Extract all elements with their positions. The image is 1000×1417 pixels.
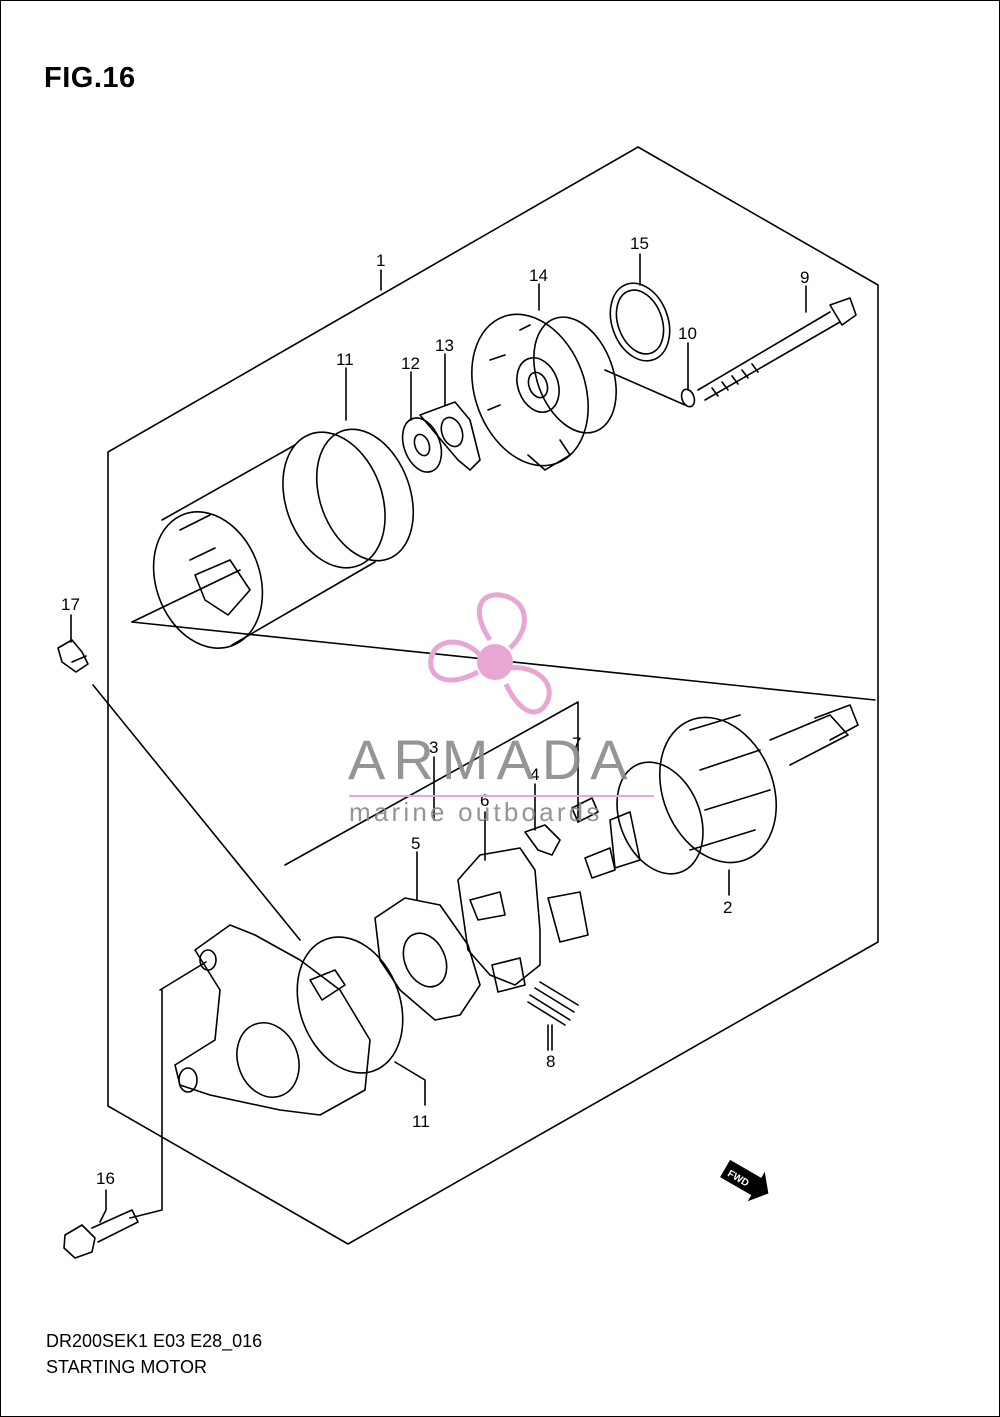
brush-holder-6 (457, 847, 589, 993)
o-ring-upper (315, 428, 415, 562)
callout-labels: 1 11 12 13 14 15 10 9 17 3 7 4 6 5 2 8 1… (61, 234, 809, 1188)
bolt-17 (57, 639, 89, 673)
screw-7 (571, 797, 599, 823)
section-line-lower (284, 701, 579, 866)
assembly-outline (107, 146, 879, 1245)
callout-16: 16 (96, 1169, 115, 1188)
spring-8 (527, 981, 579, 1051)
callout-1: 1 (376, 251, 385, 270)
bolt-16 (63, 1224, 96, 1259)
callout-12: 12 (401, 354, 420, 373)
through-bolt-9 (697, 297, 857, 401)
callout-8: 8 (546, 1052, 555, 1071)
section-line-upper (131, 569, 241, 623)
figure-title: FIG.16 (44, 62, 136, 94)
plate-13 (419, 401, 481, 471)
brush-4 (524, 824, 561, 856)
callout-11-upper: 11 (336, 350, 354, 369)
callout-11-lower: 11 (412, 1112, 430, 1131)
insulator-plate-5 (374, 897, 481, 1021)
callout-4: 4 (530, 765, 539, 784)
washer-10 (680, 388, 696, 408)
callout-14: 14 (529, 266, 548, 285)
end-cover-14 (471, 313, 617, 471)
figure-name: STARTING MOTOR (46, 1357, 208, 1377)
watermark-brand: ARMADA (348, 728, 636, 791)
figure-code: DR200SEK1 E03 E28_016 (46, 1331, 263, 1351)
watermark-rule (349, 795, 654, 797)
callout-9: 9 (800, 268, 809, 287)
end-housing (174, 924, 371, 1116)
armature-2 (584, 704, 859, 879)
callout-6: 6 (480, 791, 489, 810)
callout-15: 15 (630, 234, 649, 253)
callout-10: 10 (678, 324, 697, 343)
yoke-housing (152, 431, 386, 649)
washer-12 (401, 417, 443, 473)
propeller-logo-icon (428, 592, 552, 715)
o-ring-lower (296, 936, 404, 1074)
callout-5: 5 (411, 834, 420, 853)
callout-2: 2 (723, 898, 732, 917)
callout-17: 17 (61, 595, 80, 614)
watermark-tagline: marine outboards (349, 797, 603, 827)
callout-3: 3 (429, 738, 438, 757)
callout-7: 7 (572, 734, 581, 753)
o-ring-15 (609, 282, 671, 362)
callout-13: 13 (435, 336, 454, 355)
fwd-arrow-icon: FWD (720, 1159, 769, 1202)
